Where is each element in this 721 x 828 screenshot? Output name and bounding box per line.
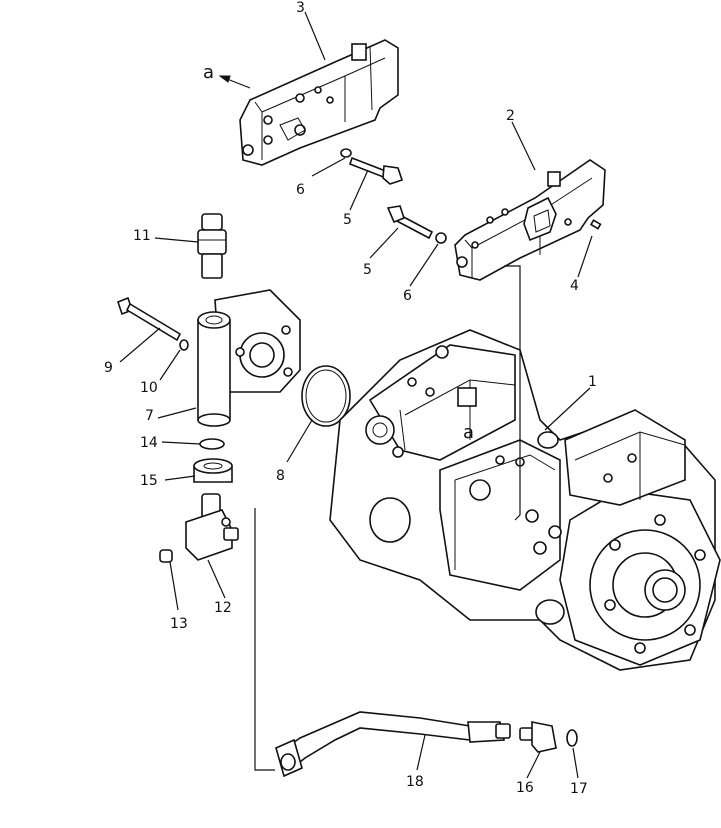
part-5-bolt-lower <box>386 205 434 240</box>
callout-12: 12 <box>214 600 232 616</box>
part-18-hose <box>275 711 511 778</box>
callout-11: 11 <box>133 228 151 244</box>
callout-5-upper: 5 <box>343 212 352 228</box>
callout-3: 3 <box>296 0 305 16</box>
marker-a-top: a <box>203 62 214 83</box>
part-15-nut <box>193 458 233 483</box>
part-16-connector <box>519 721 557 753</box>
callout-13: 13 <box>170 616 188 632</box>
marker-a-arrow <box>218 75 251 89</box>
callout-5-lower: 5 <box>363 262 372 278</box>
connection-lines <box>254 265 521 771</box>
callout-15: 15 <box>140 473 158 489</box>
callout-1: 1 <box>588 374 597 390</box>
part-10-washer <box>179 339 189 351</box>
callout-2: 2 <box>506 108 515 124</box>
callout-16: 16 <box>516 780 534 796</box>
callout-4: 4 <box>570 278 579 294</box>
callout-14: 14 <box>140 435 158 451</box>
part-6-washer-lower <box>435 232 447 244</box>
callout-6-lower: 6 <box>403 288 412 304</box>
part-3-valve <box>239 39 399 166</box>
callout-18: 18 <box>406 774 424 790</box>
part-6-washer-upper <box>340 148 352 158</box>
callout-9: 9 <box>104 360 113 376</box>
part-17-o-ring <box>566 729 578 747</box>
part-7-flange-block <box>197 289 301 427</box>
part-13-plug <box>159 549 173 563</box>
marker-a-pump: a <box>463 422 474 443</box>
part-4-pin <box>589 219 602 230</box>
part-9-bolt <box>117 296 182 342</box>
part-12-tee-fitting <box>185 493 239 561</box>
leader-lines <box>119 11 593 779</box>
callout-8: 8 <box>276 468 285 484</box>
callout-10: 10 <box>140 380 158 396</box>
callout-17: 17 <box>570 781 588 797</box>
part-2-valve <box>454 159 606 281</box>
part-1-main-pump <box>329 329 721 671</box>
part-8-o-ring <box>301 365 351 427</box>
part-5-bolt-upper <box>349 156 404 185</box>
part-11-valve-cartridge <box>197 213 227 279</box>
callout-7: 7 <box>145 408 154 424</box>
callout-6-upper: 6 <box>296 182 305 198</box>
part-14-o-ring <box>199 438 225 450</box>
